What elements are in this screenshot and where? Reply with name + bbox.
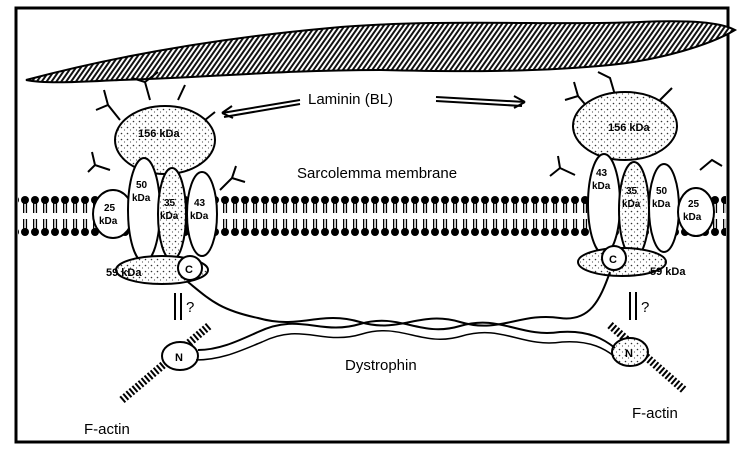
label-59kda-left: 59 kDa (106, 267, 142, 279)
label-n-right: N (625, 348, 633, 360)
dystrophin-rods (188, 272, 615, 360)
sarcolemma-label: Sarcolemma membrane (297, 165, 457, 182)
label-25kda-right: kDa (683, 212, 702, 223)
f-actin-right-label: F-actin (632, 405, 678, 422)
label-c-left: C (185, 264, 193, 276)
label-43-left: 43 (194, 198, 206, 209)
protein-156kda-left (115, 106, 215, 174)
label-50kda-right: kDa (652, 199, 671, 210)
label-156kda-left: 156 kDa (138, 128, 180, 140)
label-question-right: ? (641, 299, 649, 316)
laminin-label: Laminin (BL) (308, 91, 393, 108)
label-35kda-left: kDa (160, 211, 179, 222)
label-50-right: 50 (656, 186, 668, 197)
label-43kda-left: kDa (190, 211, 209, 222)
label-50kda-left: kDa (132, 193, 151, 204)
label-35kda-right: kDa (622, 199, 641, 210)
basal-lamina (26, 21, 735, 82)
label-156kda-right: 156 kDa (608, 122, 650, 134)
label-43kda-right: kDa (592, 181, 611, 192)
label-35-right: 35 (626, 186, 638, 197)
label-25kda-left: kDa (99, 216, 118, 227)
label-n-left: N (175, 352, 183, 364)
dystrophin-label: Dystrophin (345, 357, 417, 374)
label-25-left: 25 (104, 203, 116, 214)
label-50-left: 50 (136, 180, 148, 191)
label-25-right: 25 (688, 199, 700, 210)
label-59kda-right: 59 kDa (650, 266, 686, 278)
label-question-left: ? (186, 299, 194, 316)
label-c-right: C (609, 254, 617, 266)
label-43-right: 43 (596, 168, 608, 179)
f-actin-left-label: F-actin (84, 421, 130, 438)
protein-35kda-right (619, 162, 649, 258)
protein-25kda-left (93, 190, 133, 238)
protein-50kda-left (128, 158, 160, 262)
label-35-left: 35 (164, 198, 176, 209)
